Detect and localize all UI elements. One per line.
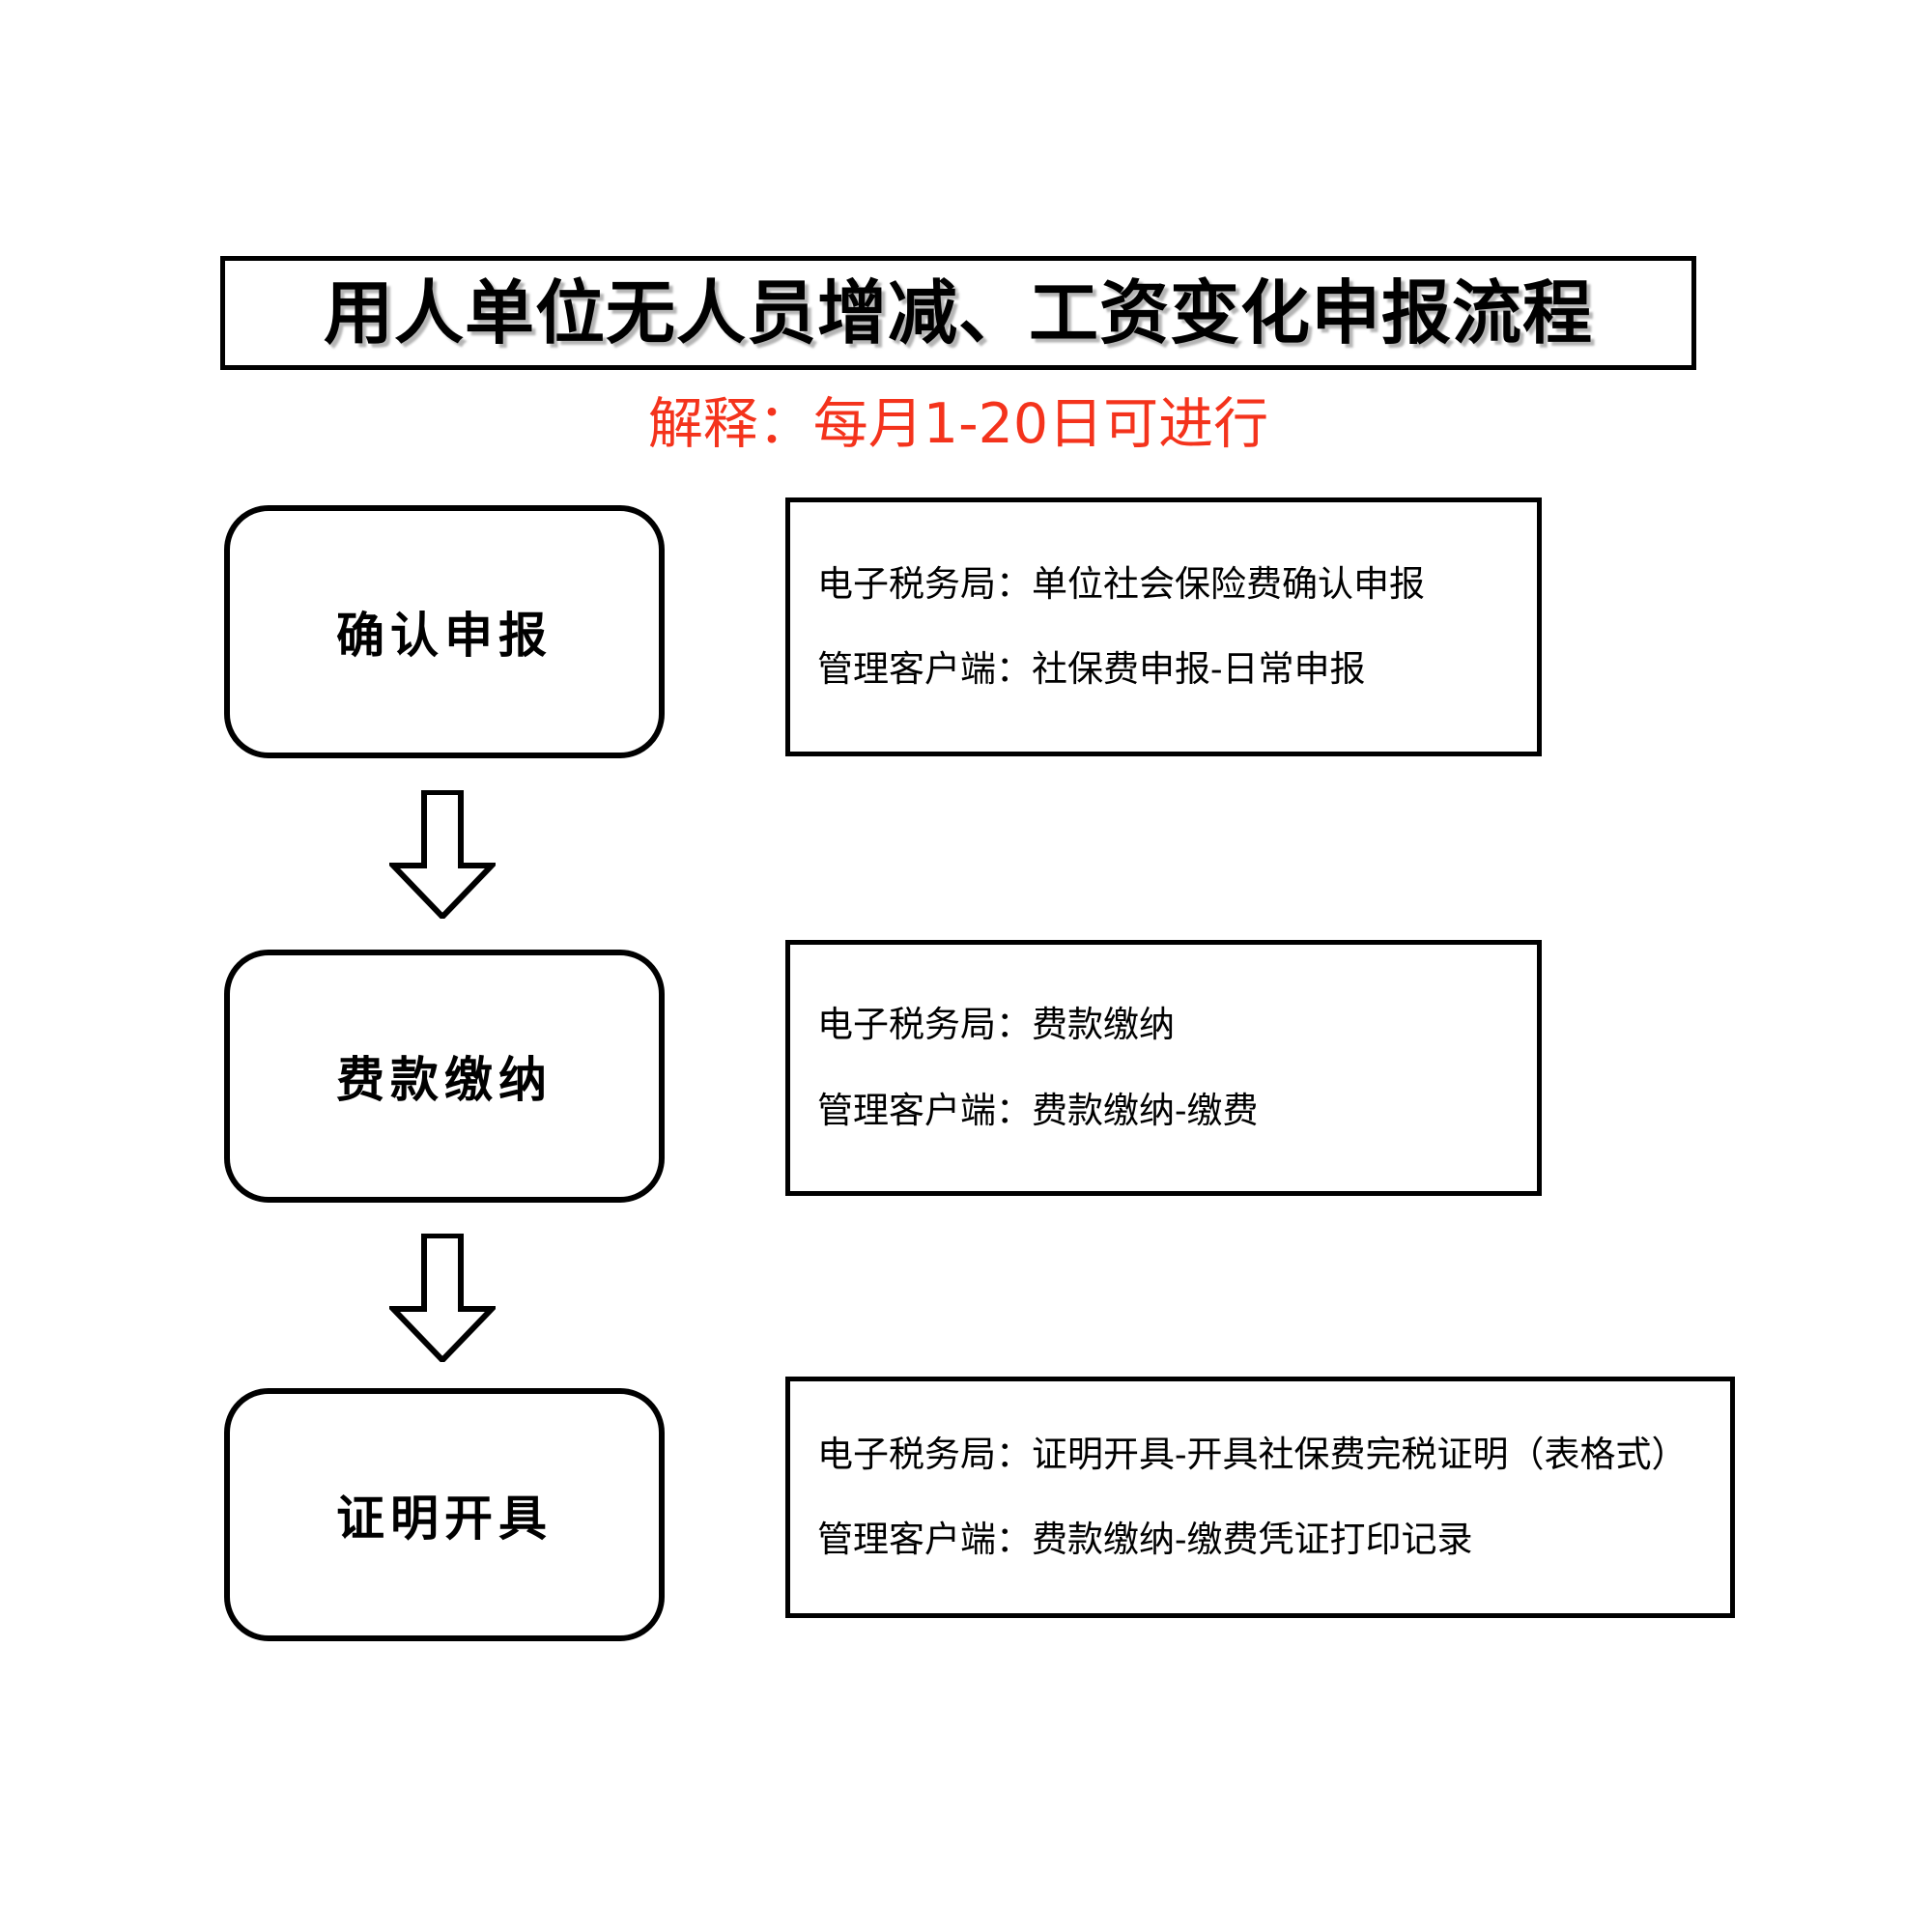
flow-node-step-1[interactable]: 确认申报 [224, 505, 665, 758]
flow-detail-box-step-3: 电子税务局：证明开具-开具社保费完税证明（表格式） 管理客户端：费款缴纳-缴费凭… [785, 1377, 1735, 1618]
down-arrow-icon [389, 1234, 496, 1362]
explanation-note: 解释：每月1-20日可进行 [647, 392, 1269, 456]
detail-line: 电子税务局：费款缴纳 [817, 1004, 1175, 1046]
flow-node-step-3[interactable]: 证明开具 [224, 1388, 665, 1641]
page-title: 用人单位无人员增减、工资变化申报流程 [323, 271, 1593, 354]
detail-line: 管理客户端：费款缴纳-缴费凭证打印记录 [817, 1519, 1473, 1560]
flow-detail-box-step-2: 电子税务局：费款缴纳 管理客户端：费款缴纳-缴费 [785, 940, 1542, 1196]
down-arrow-icon [389, 790, 496, 919]
flow-node-step-2[interactable]: 费款缴纳 [224, 950, 665, 1203]
title-box: 用人单位无人员增减、工资变化申报流程 [220, 256, 1696, 370]
detail-line: 管理客户端：费款缴纳-缴费 [817, 1089, 1259, 1131]
flow-node-label: 证明开具 [336, 1490, 553, 1547]
detail-line: 管理客户端：社保费申报-日常申报 [817, 648, 1366, 690]
detail-line: 电子税务局：证明开具-开具社保费完税证明（表格式） [817, 1433, 1688, 1475]
flow-node-label: 确认申报 [336, 607, 553, 664]
flow-detail-box-step-1: 电子税务局：单位社会保险费确认申报 管理客户端：社保费申报-日常申报 [785, 497, 1542, 756]
flow-node-label: 费款缴纳 [336, 1051, 553, 1108]
detail-line: 电子税务局：单位社会保险费确认申报 [817, 562, 1425, 605]
